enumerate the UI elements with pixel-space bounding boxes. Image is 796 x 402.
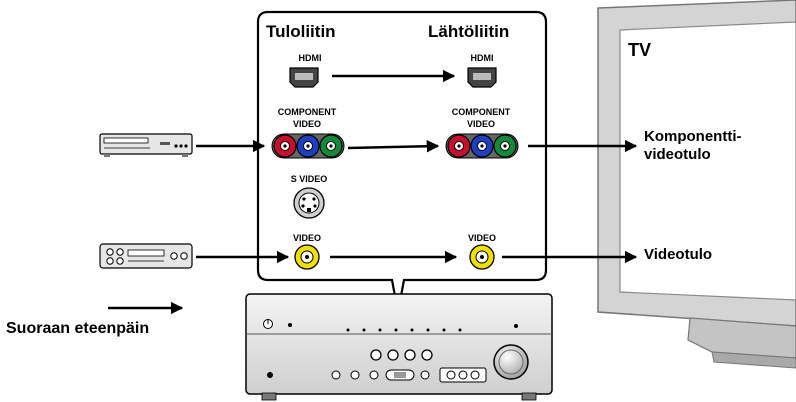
video-out-label: VIDEO	[467, 233, 496, 243]
component-panel-arrow	[347, 140, 440, 153]
hdmi-in-jack-icon	[289, 67, 319, 88]
hdmi-out-label: HDMI	[470, 53, 494, 63]
input-jack-header: Tuloliitin	[266, 22, 336, 41]
av-receiver-icon	[245, 293, 553, 401]
svideo-label: S VIDEO	[290, 174, 328, 184]
component-in-label-line2: VIDEO	[292, 119, 321, 129]
video-out-jack-icon	[469, 244, 495, 270]
component-out-jacks-icon	[445, 133, 519, 159]
hdmi-in-label: HDMI	[298, 53, 322, 63]
output-jack-header: Lähtöliitin	[428, 22, 510, 41]
dvd-player-icon	[99, 133, 193, 157]
component-video-input-label-line2: videotulo	[644, 146, 711, 163]
video-input-label: Videotulo	[644, 246, 713, 263]
video-in-label: VIDEO	[292, 233, 321, 243]
video-in-jack-icon	[294, 244, 320, 270]
legend-label: Suoraan eteenpäin	[6, 320, 150, 337]
component-out-label-line2: VIDEO	[466, 119, 495, 129]
hdmi-out-jack-icon	[467, 67, 497, 88]
tv-icon	[597, 0, 796, 369]
component-in-jacks-icon	[271, 133, 345, 159]
component-video-input-label-line1: Komponentti-	[644, 128, 742, 145]
component-out-label-line1: COMPONENT	[451, 107, 511, 117]
tv-title: TV	[628, 40, 652, 60]
component-in-label-line1: COMPONENT	[277, 107, 337, 117]
vcr-icon	[99, 243, 193, 269]
svideo-jack-icon	[293, 187, 325, 219]
